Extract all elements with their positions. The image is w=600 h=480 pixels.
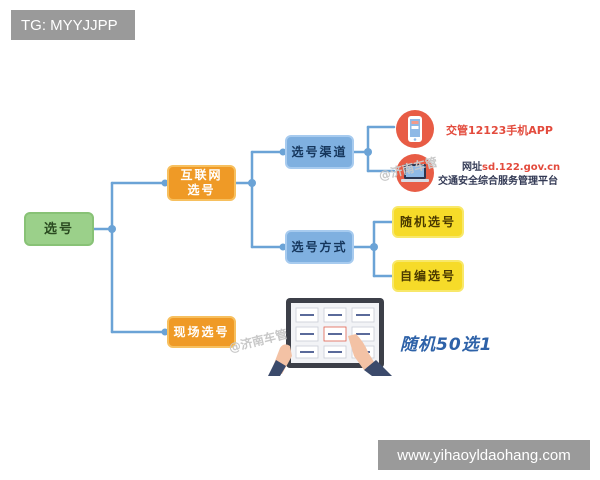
onsite-node: 现场选号 [167,316,236,348]
method-node: 选号方式 [285,230,354,264]
site-address: 网址sd.122.gov.cn [462,158,560,173]
random-note: 随机50选1 [400,335,493,355]
root-node: 选号 [24,212,94,246]
site-url: sd.122.gov.cn [482,162,561,173]
random-pick-node: 随机选号 [392,206,464,238]
laptop-icon [396,154,434,192]
channel-node: 选号渠道 [285,135,354,169]
app-label: 交管12123手机APP [446,124,553,137]
phone-app-icon [396,110,434,148]
site-name: 交通安全综合服务管理平台 [438,176,558,187]
custom-node: 自编选号 [392,260,464,292]
tg-tag: TG: MYYJJPP [11,10,135,40]
tablet-illustration [268,298,392,376]
site-prefix: 网址 [462,162,482,173]
site-tag: www.yihaoyldaohang.com [378,440,590,470]
internet-node: 互联网 选号 [167,165,236,201]
